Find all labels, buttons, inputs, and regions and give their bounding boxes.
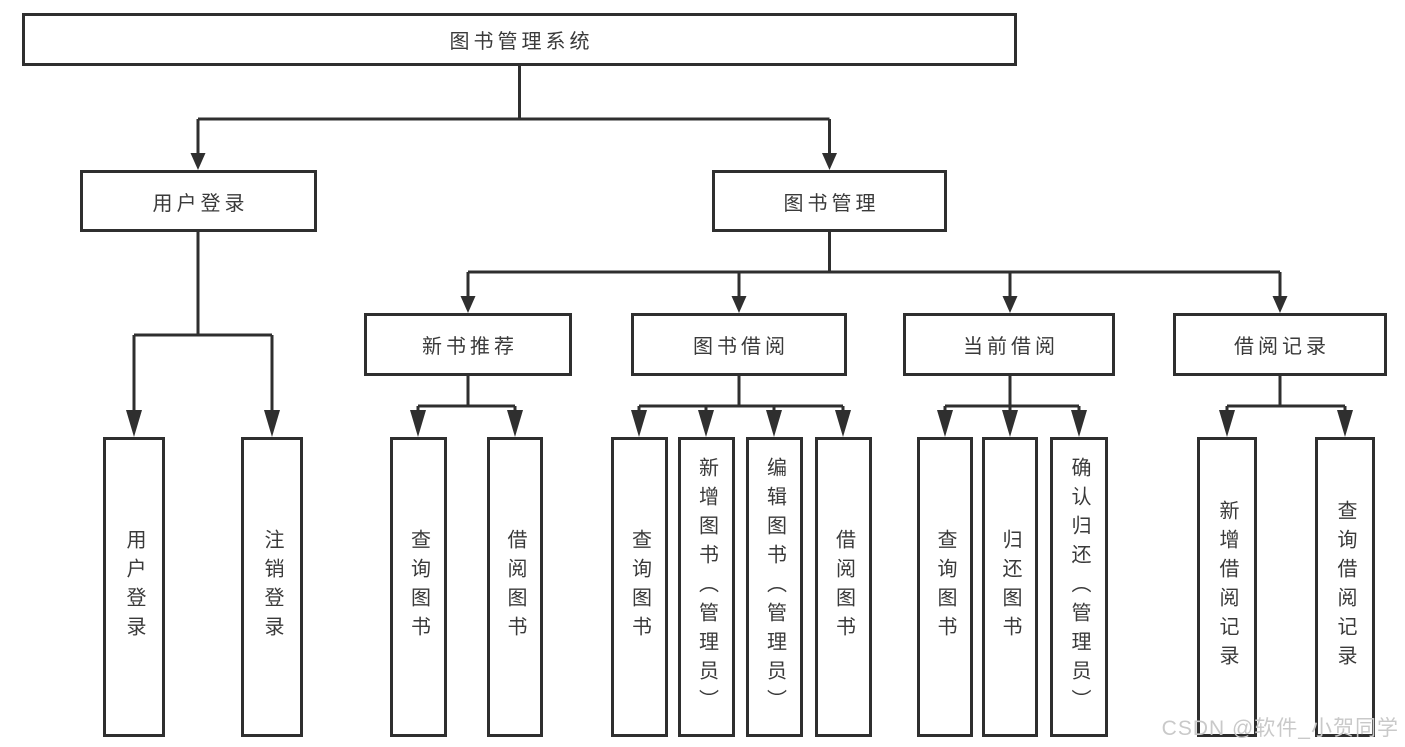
leaf-add-borrow-record: 新增借阅记录: [1197, 437, 1257, 737]
leaf-add-book-admin-label: 新增图书（管理员）: [695, 456, 718, 718]
leaf-user-login-label: 用户登录: [123, 529, 145, 645]
node-user-login-label: 用户登录: [152, 192, 249, 215]
leaf-return-book: 归还图书: [982, 437, 1038, 737]
leaf-query-books-current-label: 查询图书: [934, 529, 956, 645]
leaf-edit-book-admin-label: 编辑图书（管理员）: [763, 456, 786, 718]
node-book-borrowing: 图书借阅: [631, 313, 847, 376]
leaf-confirm-return-admin-label: 确认归还（管理员）: [1068, 456, 1090, 718]
node-borrowing-records-label: 借阅记录: [1234, 336, 1330, 358]
csdn-watermark: CSDN @软件_小贺同学: [1161, 717, 1399, 740]
node-new-book-recommendation-label: 新书推荐: [422, 336, 518, 358]
node-current-borrowing-label: 当前借阅: [963, 336, 1059, 358]
leaf-return-book-label: 归还图书: [999, 529, 1021, 645]
node-user-login: 用户登录: [80, 170, 317, 232]
leaf-logout-label: 注销登录: [261, 529, 283, 645]
leaf-confirm-return-admin: 确认归还（管理员）: [1050, 437, 1108, 737]
node-new-book-recommendation: 新书推荐: [364, 313, 572, 376]
leaf-borrow-books-recommend-label: 借阅图书: [504, 529, 526, 645]
leaf-borrow-books-recommend: 借阅图书: [487, 437, 543, 737]
node-book-management: 图书管理: [712, 170, 947, 232]
node-current-borrowing: 当前借阅: [903, 313, 1115, 376]
leaf-add-borrow-record-label: 新增借阅记录: [1216, 500, 1238, 674]
leaf-query-borrow-record-label: 查询借阅记录: [1334, 500, 1356, 674]
leaf-query-books-recommend-label: 查询图书: [407, 529, 430, 645]
node-borrowing-records: 借阅记录: [1173, 313, 1387, 376]
leaf-query-borrow-record: 查询借阅记录: [1315, 437, 1375, 737]
leaf-add-book-admin: 新增图书（管理员）: [678, 437, 735, 737]
node-book-borrowing-label: 图书借阅: [693, 336, 789, 358]
node-root-label: 图书管理系统: [449, 31, 594, 53]
leaf-user-login: 用户登录: [103, 437, 165, 737]
leaf-edit-book-admin: 编辑图书（管理员）: [746, 437, 803, 737]
node-book-management-label: 图书管理: [783, 192, 880, 215]
leaf-query-books-borrow-label: 查询图书: [628, 529, 651, 645]
leaf-query-books-recommend: 查询图书: [390, 437, 447, 737]
node-root: 图书管理系统: [22, 13, 1017, 66]
leaf-borrow-books-label: 借阅图书: [832, 529, 855, 645]
leaf-logout: 注销登录: [241, 437, 303, 737]
leaf-borrow-books: 借阅图书: [815, 437, 872, 737]
leaf-query-books-current: 查询图书: [917, 437, 973, 737]
leaf-query-books-borrow: 查询图书: [611, 437, 668, 737]
